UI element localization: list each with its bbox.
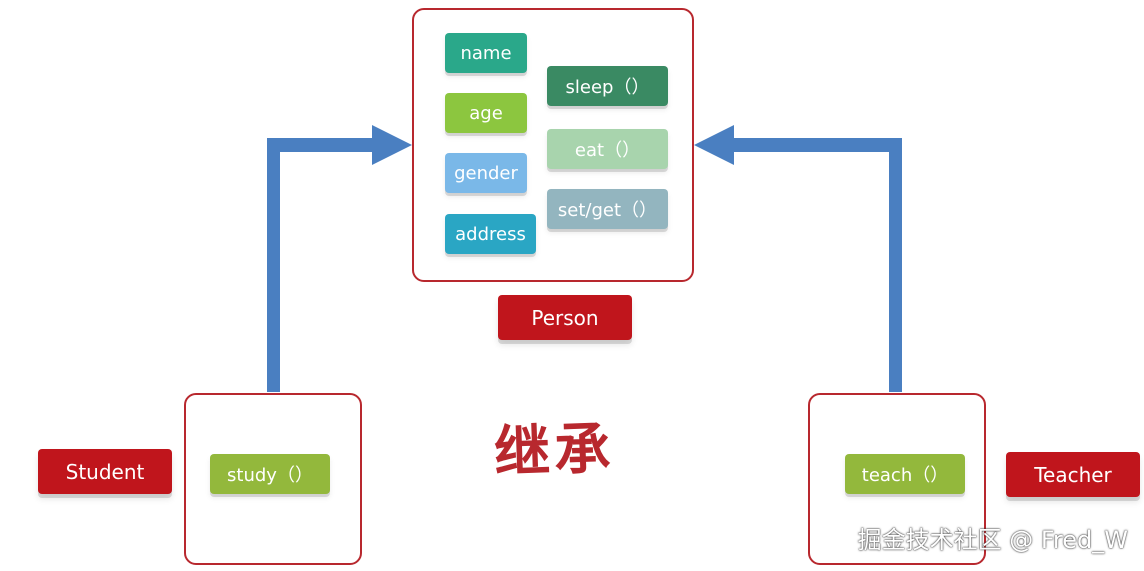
field-name: name: [445, 33, 527, 73]
method-study: study（）: [210, 454, 330, 494]
field-gender: gender: [445, 153, 527, 193]
method-set-get: set/get（）: [547, 189, 668, 229]
inheritance-title: 继承: [493, 416, 616, 486]
field-address: address: [445, 214, 536, 254]
teacher-to-person-arrow: [694, 125, 902, 392]
method-sleep: sleep（）: [547, 66, 668, 106]
student-label: Student: [38, 449, 172, 494]
method-teach: teach（）: [845, 454, 965, 494]
person-label: Person: [498, 295, 632, 340]
student-to-person-arrow: [267, 125, 412, 392]
field-age: age: [445, 93, 527, 133]
teacher-label: Teacher: [1006, 452, 1140, 497]
watermark: 掘金技术社区 @ Fred_W: [857, 526, 1128, 554]
method-eat: eat（）: [547, 129, 668, 169]
